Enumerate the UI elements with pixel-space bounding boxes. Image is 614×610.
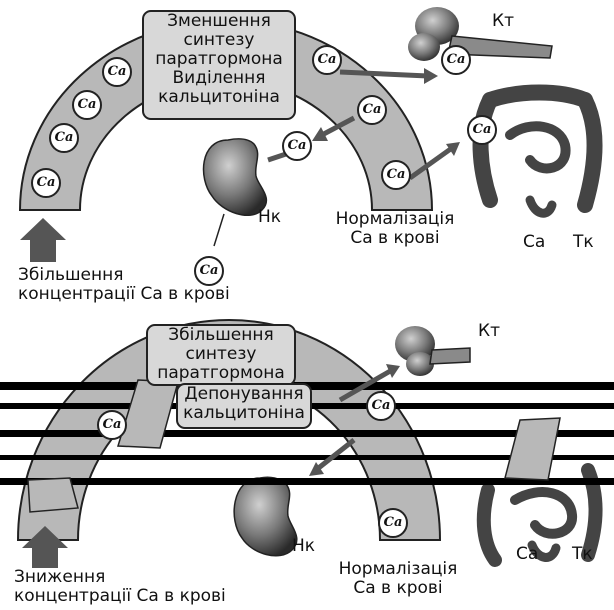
top-gut-label-tk: Тк [573,233,594,252]
normalization-line: Са в крові [325,229,465,248]
bottom-box1-line: синтезу [148,345,294,364]
ca-ion: Ca [72,90,102,120]
ca-ion: Ca [441,45,471,75]
top-box-line: паратгормона [144,50,294,69]
ca-ion: Ca [282,131,312,161]
ca-ion: Ca [102,57,132,87]
top-bone-image [408,7,552,61]
ca-ion: Ca [97,410,127,440]
ca-ion: Ca [312,45,342,75]
bottom-gut-label-ca: Са [516,545,538,564]
bottom-calcitonin-box: Депонування кальцитоніна [176,383,312,429]
normalization-line: Са в крові [328,579,468,598]
bottom-box1-line: Збільшення [148,326,294,345]
bottom-gut-label-tk: Тк [572,545,593,564]
ca-ion: Ca [378,508,408,538]
bottom-bone-label: Кт [478,322,500,341]
top-kidney-label: Нк [258,208,281,227]
top-bone-label: Кт [492,12,514,31]
trigger-line: концентрації Са в крові [18,285,230,304]
top-box-line: Виділення [144,69,294,88]
top-trigger-label: Збільшення концентрації Са в крові [18,266,230,304]
top-trigger-arrow [20,218,66,262]
bottom-box2-line: Депонування [178,385,310,404]
ca-ion: Ca [366,391,396,421]
bottom-box1-line: паратгормона [148,364,294,383]
bottom-kidney-image [234,477,297,556]
normalization-line: Нормалізація [325,210,465,229]
ca-ion: Ca [357,95,387,125]
bottom-hormone-box: Збільшення синтезу паратгормона [146,324,296,386]
trigger-line: концентрації Са в крові [14,587,226,606]
bottom-trigger-label: Зниження концентрації Са в крові [14,568,226,606]
ca-ion: Ca [381,160,411,190]
ca-ion: Ca [31,168,61,198]
top-intestine-image [481,93,595,214]
bottom-kidney-label: Нк [292,537,315,556]
top-normalization-label: Нормалізація Са в крові [325,210,465,248]
ca-ion: Ca [467,115,497,145]
trigger-line: Зниження [14,568,226,587]
top-gut-label-ca: Са [523,233,545,252]
top-hormone-box: Зменшення синтезу паратгормона Виділення… [142,10,296,120]
top-box-line: Зменшення [144,12,294,31]
bottom-box2-line: кальцитоніна [178,404,310,423]
top-kidney-image [204,139,267,246]
top-box-line: кальцитоніна [144,88,294,107]
bottom-normalization-label: Нормалізація Са в крові [328,560,468,598]
top-box-line: синтезу [144,31,294,50]
ca-ion: Ca [49,123,79,153]
trigger-line: Збільшення [18,266,230,285]
bottom-bone-image [395,326,470,376]
normalization-line: Нормалізація [328,560,468,579]
